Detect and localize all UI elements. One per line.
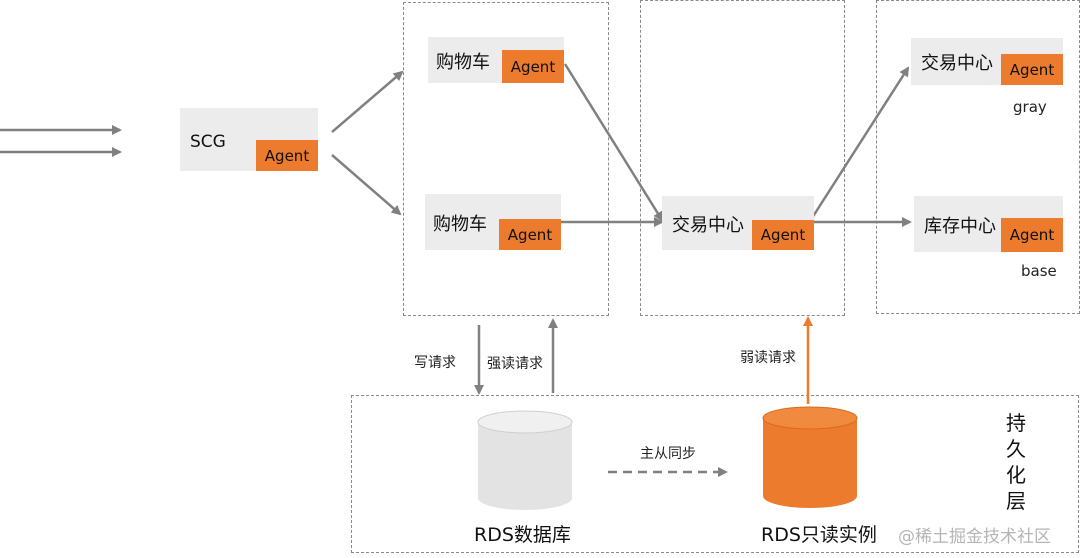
- rds-readonly-label: RDS只读实例: [761, 524, 877, 546]
- trade-center-gray-node: 交易中心 Agent: [911, 38, 1063, 85]
- inventory-base-node: 库存中心 Agent: [914, 196, 1063, 252]
- rds-database-icon: [477, 410, 573, 510]
- inventory-base-agent-badge: Agent: [1001, 218, 1063, 252]
- weak-read-request-label: 弱读请求: [740, 350, 796, 366]
- trade-center-label: 交易中心: [672, 215, 744, 236]
- persistence-zone: [351, 395, 1079, 553]
- cart-bottom-label: 购物车: [433, 214, 487, 235]
- trade-to-gray-arrow: [810, 66, 910, 219]
- trade-center-gray-label: 交易中心: [921, 53, 993, 74]
- cart-zone: [403, 2, 609, 316]
- trade-center-node: 交易中心 Agent: [662, 196, 814, 250]
- trade-center-gray-agent-badge: Agent: [1001, 54, 1063, 85]
- cart-top-to-trade-arrow: [563, 63, 664, 222]
- cart-bottom-agent-badge: Agent: [499, 219, 561, 250]
- write-request-label: 写请求: [414, 355, 456, 371]
- scg-to-cart-top-arrow: [331, 70, 404, 133]
- gray-tag: gray: [1013, 98, 1047, 116]
- scg-agent-badge: Agent: [256, 140, 318, 171]
- cart-top-label: 购物车: [436, 52, 490, 73]
- rds-database-label: RDS数据库: [474, 524, 571, 546]
- base-tag: base: [1021, 262, 1057, 280]
- scg-node: SCG Agent: [180, 108, 318, 171]
- cart-top-agent-badge: Agent: [502, 50, 564, 83]
- cart-bottom-node: 购物车 Agent: [425, 194, 561, 250]
- trade-center-agent-badge: Agent: [752, 220, 814, 250]
- master-slave-sync-label: 主从同步: [640, 446, 696, 462]
- strong-read-request-label: 强读请求: [487, 356, 543, 372]
- watermark: @稀土掘金技术社区: [898, 527, 1051, 547]
- scg-to-cart-bottom-arrow: [331, 154, 402, 216]
- cart-top-node: 购物车 Agent: [428, 37, 564, 83]
- rds-readonly-icon: [762, 406, 858, 508]
- scg-label: SCG: [190, 132, 226, 152]
- persistence-layer-label: 持久化层: [1006, 411, 1026, 513]
- trade-zone: [640, 0, 845, 316]
- inventory-base-label: 库存中心: [924, 216, 996, 237]
